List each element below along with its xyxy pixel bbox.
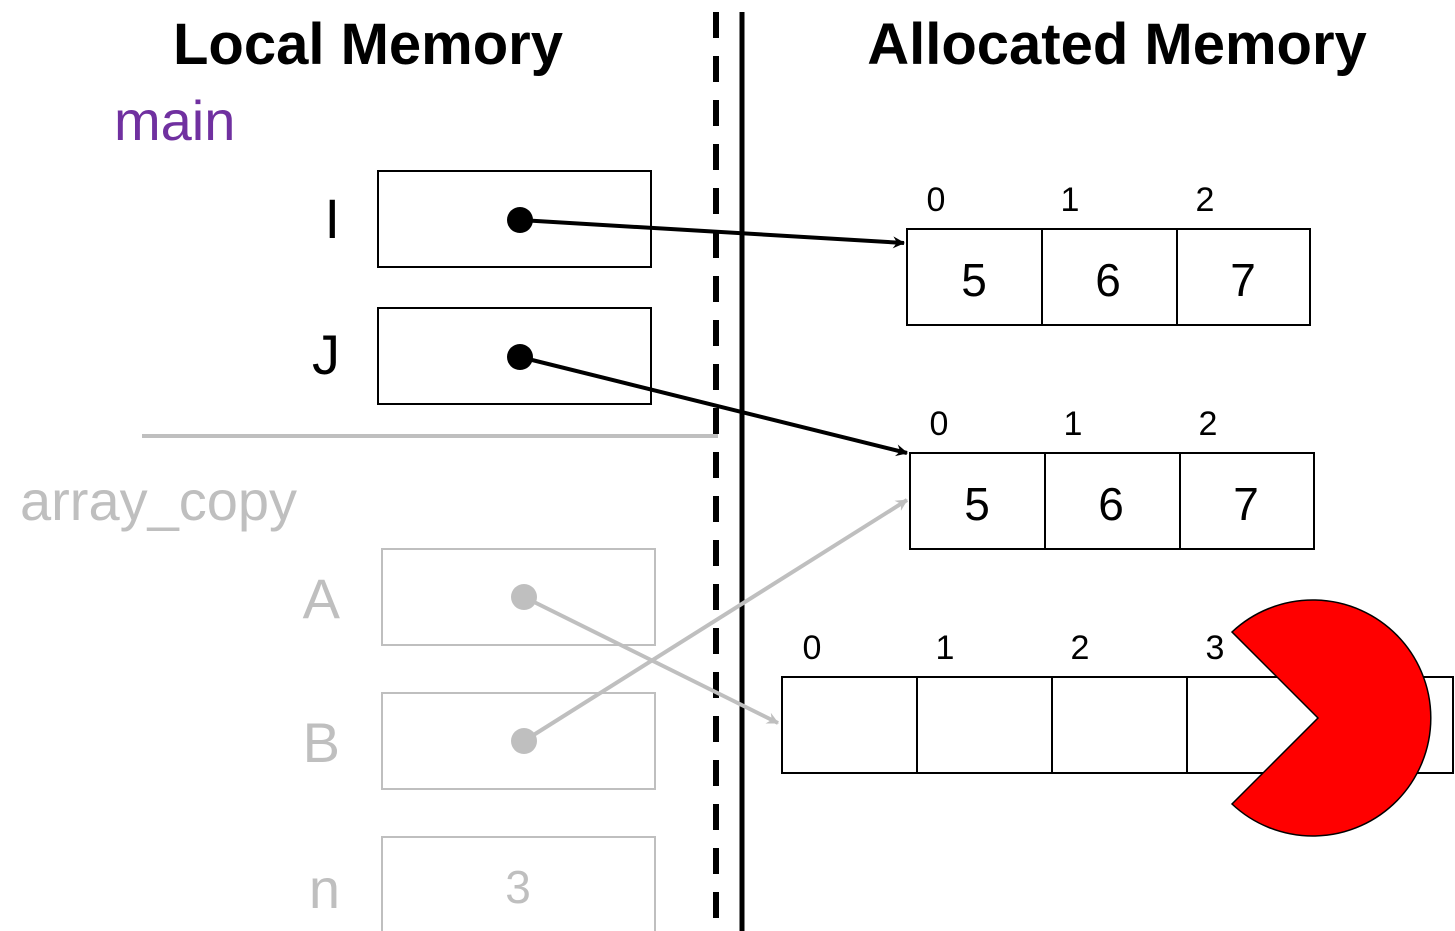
array-2-value: 6 [1098, 478, 1124, 530]
var-value-n: 3 [505, 861, 531, 913]
array-2-cell [1044, 452, 1181, 550]
var-label-I: I [324, 187, 340, 250]
array-3-index: 3 [1206, 629, 1225, 667]
array-1-value: 6 [1095, 254, 1121, 306]
array-3-cell [1051, 676, 1188, 774]
var-label-J: J [312, 323, 340, 386]
pointer-dot-B [511, 728, 537, 754]
array-1-index: 0 [927, 181, 946, 219]
var-label-n: n [309, 857, 340, 920]
array-1-cell [1041, 228, 1178, 326]
pointer-J-to-array-2 [519, 355, 908, 457]
array-2-index: 2 [1199, 405, 1218, 443]
array-2-index: 1 [1064, 405, 1083, 443]
allocated-memory-heading: Allocated Memory [867, 12, 1367, 77]
array-3-cell [916, 676, 1053, 774]
var-label-B: B [303, 711, 340, 774]
local-memory-heading: Local Memory [173, 12, 563, 77]
array-2-value: 7 [1233, 478, 1259, 530]
array-1-value: 5 [961, 254, 987, 306]
var-box-n [381, 836, 656, 931]
pointer-dot-J [507, 344, 533, 370]
var-label-A: A [303, 567, 341, 630]
array-1-value: 7 [1230, 254, 1256, 306]
pointer-dot-A [511, 584, 537, 610]
array-2-index: 0 [930, 405, 949, 443]
pointer-I-to-array-1 [519, 218, 905, 249]
frame-label-main: main [114, 89, 235, 152]
pointer-dot-I [507, 207, 533, 233]
array-2-value: 5 [964, 478, 990, 530]
heap-array-2: 0 1 2 5 6 7 [909, 405, 1315, 550]
array-2-cell [1179, 452, 1315, 550]
array-3-index: 2 [1071, 629, 1090, 667]
array-1-index: 2 [1196, 181, 1215, 219]
array-1-cell [906, 228, 1043, 326]
array-1-index: 1 [1061, 181, 1080, 219]
array-3-index: 1 [936, 629, 955, 667]
pacman-icon [1230, 599, 1432, 837]
frame-label-array-copy: array_copy [20, 469, 297, 532]
array-1-cell [1176, 228, 1311, 326]
heap-array-1: 0 1 2 5 6 7 [906, 181, 1311, 326]
array-3-index: 0 [803, 629, 822, 667]
array-3-cell [781, 676, 918, 774]
pointer-B-to-array-2 [522, 498, 909, 743]
